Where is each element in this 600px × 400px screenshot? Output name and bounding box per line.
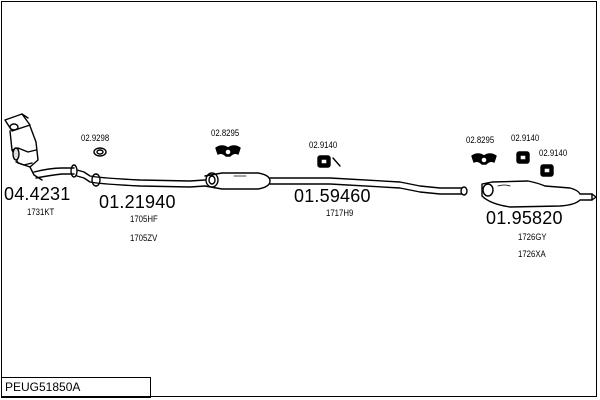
reference-box xyxy=(1,377,151,398)
code-front-pipe-2: 1705ZV xyxy=(130,233,158,244)
rear-silencer-icon xyxy=(481,180,597,208)
front-pipe-icon xyxy=(76,169,206,188)
code-rear-2: 1726XA xyxy=(518,249,546,260)
accessory-code-hanger-1: 02.9140 xyxy=(309,140,338,151)
accessory-code-mount-1: 02.8295 xyxy=(211,128,240,139)
part-number-front-pipe: 01.21940 xyxy=(99,192,176,212)
reference-label: PEUG51850A xyxy=(5,380,81,394)
part-number-middle: 01.59460 xyxy=(294,186,371,206)
accessory-code-gasket: 02.9298 xyxy=(81,133,110,144)
mount-icon-1 xyxy=(215,145,241,157)
hanger-icon-2 xyxy=(516,151,530,164)
catalytic-converter-icon xyxy=(4,113,78,181)
part-number-catalytic: 04.4231 xyxy=(4,184,71,204)
code-rear-1: 1726GY xyxy=(518,232,547,243)
part-number-rear: 01.95820 xyxy=(486,208,563,228)
mount-icon-2 xyxy=(471,153,497,165)
code-front-pipe-1: 1705HF xyxy=(130,214,158,225)
accessory-code-mount-2: 02.8295 xyxy=(466,135,495,146)
hanger-icon-1 xyxy=(317,155,341,168)
hanger-icon-3 xyxy=(540,164,554,177)
middle-pipe-icon xyxy=(269,177,468,196)
accessory-code-hanger-2: 02.9140 xyxy=(511,133,540,144)
middle-silencer-icon xyxy=(204,172,271,190)
code-middle-1: 1717H9 xyxy=(326,208,354,219)
code-catalytic-1: 1731KT xyxy=(27,207,55,218)
accessory-code-hanger-3: 02.9140 xyxy=(539,148,568,159)
gasket-icon xyxy=(93,147,107,157)
